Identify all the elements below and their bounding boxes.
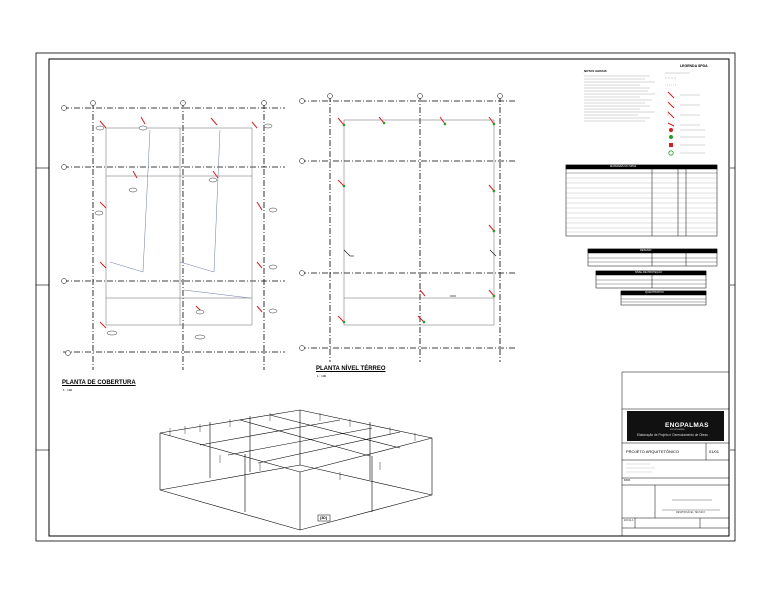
- view-3d-label: {3D}: [320, 516, 328, 520]
- risk-heading: NÍVEL DE PROTEÇÃO: [635, 271, 662, 274]
- roof-plan-scale: 1 : 100: [63, 388, 73, 392]
- outer-border: [35, 52, 736, 542]
- risk-table: [595, 270, 707, 289]
- notes-heading: NOTAS GERAIS: [584, 69, 607, 73]
- signature-label: RESPONSÁVEL TÉCNICO: [676, 511, 706, 514]
- summary-heading: RESUMO: [640, 249, 652, 252]
- sheet-number: 01/01: [709, 449, 720, 454]
- rows-table: [620, 290, 707, 306]
- date-label: DATA: [624, 479, 631, 482]
- notes-block: [583, 72, 655, 122]
- title-block-frame: [621, 371, 730, 537]
- roof-plan-title: PLANTA DE COBERTURA: [62, 380, 136, 386]
- summary-table: [587, 248, 718, 267]
- company-name: ENGPALMAS: [665, 422, 709, 429]
- roof-plan: [61, 100, 285, 370]
- company-sub: ENGENHARIA: [670, 429, 685, 431]
- rows-heading: QUANTITATIVO: [645, 291, 664, 294]
- legend-heading: LEGENDA SPDA: [680, 64, 708, 68]
- company-tagline: Elaboração de Projeto e Gerenciamento de…: [637, 433, 708, 437]
- company-logo: ENGPALMAS ENGENHARIA Elaboração de Proje…: [627, 411, 724, 441]
- materials-heading: MATERIAIS DO SPDA: [610, 165, 637, 168]
- inner-border: [48, 58, 730, 537]
- scale-label: ESCALA: [624, 519, 634, 522]
- ground-plan-scale: 1 : 100: [317, 374, 327, 378]
- materials-table: [565, 164, 718, 237]
- project-title: PROJETO ARQUITETÔNICO: [626, 449, 680, 454]
- legend-symbols: [665, 72, 705, 156]
- ground-plan-title: PLANTA NÍVEL TÉRREO: [316, 366, 386, 372]
- ground-plan: [299, 93, 515, 362]
- view-3d-wireframe: [159, 409, 433, 531]
